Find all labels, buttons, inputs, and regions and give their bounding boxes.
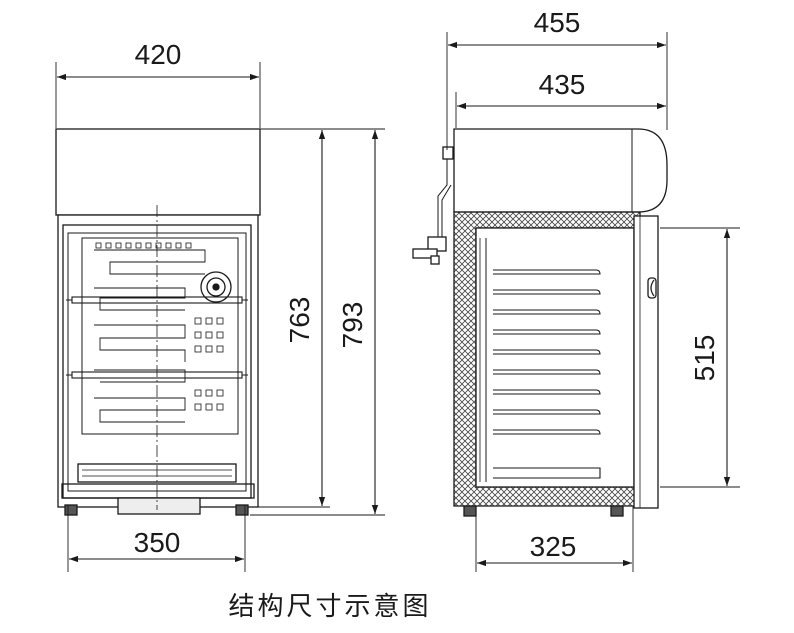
- side-view: [412, 128, 668, 517]
- front-back-panel: [81, 237, 239, 435]
- dim-side-door-height: 515: [689, 335, 720, 382]
- side-door: [633, 215, 659, 509]
- diagram-caption: 结构尺寸示意图: [228, 592, 432, 622]
- front-canopy: [55, 128, 261, 216]
- dim-total-height: 793: [337, 302, 368, 349]
- side-foot-left: [463, 505, 477, 517]
- front-compressor-plate: [117, 497, 201, 515]
- dim-side-depth-body: 435: [539, 69, 586, 100]
- dim-side-inner-depth: 325: [530, 531, 577, 562]
- front-view: [55, 128, 261, 516]
- side-foot-right: [610, 505, 624, 517]
- dim-front-inner-width: 350: [134, 527, 181, 558]
- door-handle: [650, 279, 655, 297]
- front-foot-right: [235, 504, 249, 516]
- power-plug-icon: [442, 146, 454, 160]
- dim-front-inner-height: 763: [284, 297, 315, 344]
- side-canopy: [453, 128, 668, 213]
- dim-front-width: 420: [135, 39, 182, 70]
- front-foot-left: [64, 504, 78, 516]
- front-cabinet: [57, 214, 259, 508]
- side-shelves: [493, 269, 601, 479]
- dim-side-depth-total: 455: [534, 7, 581, 38]
